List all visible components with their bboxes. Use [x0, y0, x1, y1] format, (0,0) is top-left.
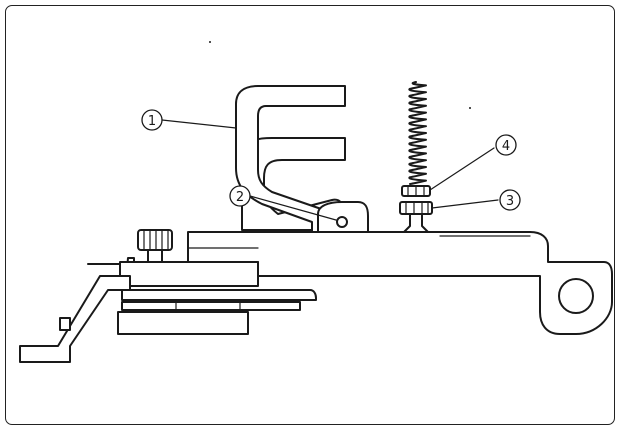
spring-stud	[403, 213, 429, 233]
diagram-frame	[5, 5, 615, 425]
svg-text:3: 3	[506, 194, 514, 209]
leader-2	[249, 195, 337, 221]
spring	[408, 81, 427, 185]
leader-3	[431, 199, 499, 209]
main-bar	[187, 231, 613, 335]
foot-screw	[59, 317, 71, 331]
lever-arm	[235, 85, 369, 233]
callout-1: 1	[141, 109, 163, 131]
svg-text:2: 2	[236, 190, 244, 205]
svg-text:1: 1	[148, 114, 156, 129]
adjusting-screw	[137, 229, 173, 265]
nut-3	[399, 201, 433, 215]
nut-4	[401, 185, 431, 197]
callout-3: 3	[499, 189, 521, 211]
leader-1	[161, 119, 237, 129]
presser-foot	[19, 275, 131, 363]
pivot-pin	[336, 216, 348, 228]
leader-4	[429, 147, 495, 191]
mount-hole	[558, 278, 594, 314]
lower-assembly	[117, 261, 317, 335]
callout-4: 4	[495, 134, 517, 156]
svg-text:4: 4	[502, 139, 510, 154]
callout-2: 2	[229, 185, 251, 207]
callout-leaders	[161, 119, 499, 221]
